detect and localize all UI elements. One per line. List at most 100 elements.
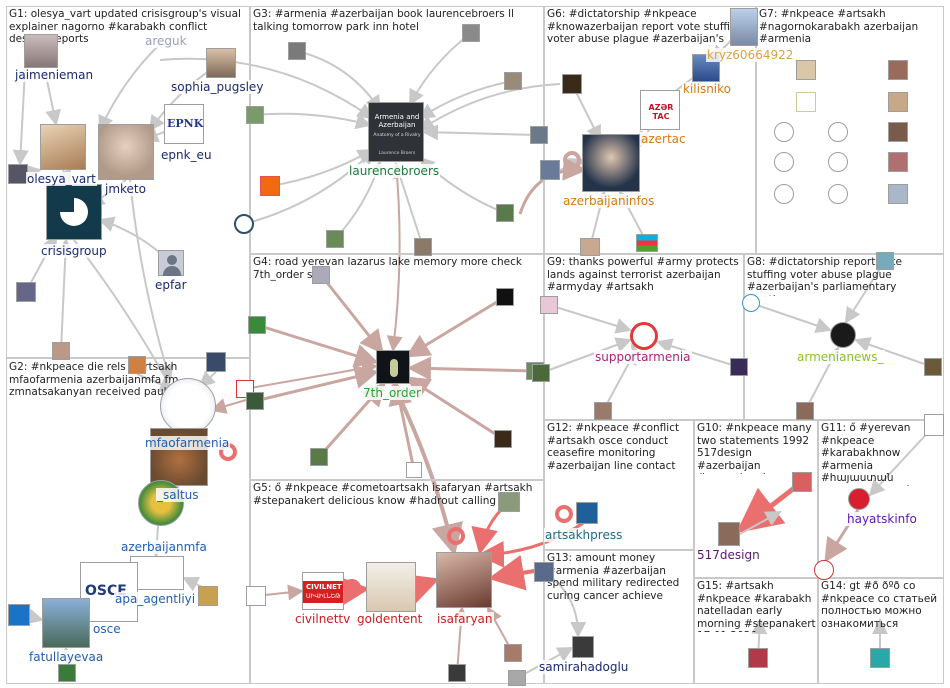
avatar-epfar[interactable] xyxy=(158,250,184,276)
avatar-517design[interactable] xyxy=(718,522,740,546)
avatar-g7-small-10[interactable] xyxy=(888,152,908,172)
avatar-g15-small-1[interactable] xyxy=(748,648,768,668)
label-supportarmenia[interactable]: supportarmenia xyxy=(594,350,692,364)
label-jaimenieman[interactable]: jaimenieman xyxy=(14,68,95,82)
label-jmketo[interactable]: jmketo xyxy=(104,182,147,196)
avatar-g2-small-1[interactable] xyxy=(206,352,226,372)
avatar-azerbaijaninfos[interactable] xyxy=(582,134,640,192)
book-cover-laurencebroers[interactable]: Armenia and Azerbaijan Anatomy of a Riva… xyxy=(368,102,424,162)
avatar-g7-small-2[interactable] xyxy=(888,60,908,80)
avatar-olesya-vart[interactable] xyxy=(40,124,86,170)
label-isafaryan[interactable]: isafaryan xyxy=(436,612,494,626)
label-fatullayevaa[interactable]: fatullayevaa xyxy=(28,650,105,664)
avatar-jaimenieman[interactable] xyxy=(24,34,58,68)
avatar-g2-small-4[interactable] xyxy=(58,664,76,682)
avatar-crisisgroup[interactable] xyxy=(46,184,102,240)
avatar-g9-small-3[interactable] xyxy=(532,364,550,382)
avatar-samirahadoglu[interactable] xyxy=(572,636,594,658)
avatar-g4-small-7[interactable] xyxy=(494,430,512,448)
label-areguk[interactable]: areguk xyxy=(144,34,188,48)
label-osce[interactable]: osce xyxy=(92,622,122,636)
label-apa-agentliyi[interactable]: apa_agentliyi xyxy=(114,592,197,606)
avatar-g1-small-2[interactable] xyxy=(16,282,36,302)
label-olesya-vart[interactable]: olesya_vart xyxy=(26,172,97,186)
avatar-g4-small-1[interactable] xyxy=(312,266,330,284)
avatar-azerbaijan-flag[interactable] xyxy=(636,234,658,252)
avatar-isafaryan[interactable] xyxy=(436,552,492,608)
avatar-7th-order[interactable] xyxy=(376,350,410,384)
avatar-un-logo[interactable] xyxy=(8,604,30,626)
avatar-g7-small-7[interactable] xyxy=(888,122,908,142)
avatar-civilnettv[interactable]: CIVILNET ՍԻՎԻԼՆԵԹ xyxy=(302,572,344,610)
avatar-g9-small-4[interactable] xyxy=(594,402,612,420)
avatar-g7-small-11[interactable] xyxy=(774,184,794,204)
label-crisisgroup[interactable]: crisisgroup xyxy=(40,244,108,258)
label-armenianews[interactable]: armenianews_ xyxy=(796,350,885,364)
avatar-g5-small-3[interactable] xyxy=(504,644,522,662)
avatar-g2-small-3[interactable] xyxy=(198,586,218,606)
avatar-apa-agentliyi[interactable] xyxy=(130,556,184,590)
avatar-g11-small-1[interactable] xyxy=(924,414,944,436)
avatar-epnk-eu[interactable]: EPNK xyxy=(164,104,204,144)
label-azerbaijaninfos[interactable]: azerbaijaninfos xyxy=(562,194,656,208)
avatar-g10-small-1[interactable] xyxy=(792,472,812,492)
label-hayatskinfo[interactable]: hayatskinfo xyxy=(846,512,918,526)
avatar-azerbaijanmfa[interactable] xyxy=(138,480,184,526)
avatar-g5-small-1[interactable] xyxy=(498,492,520,512)
label-7th-order[interactable]: 7th_order xyxy=(362,386,422,400)
avatar-jmketo[interactable] xyxy=(98,124,154,180)
label-goldentent[interactable]: goldentent xyxy=(356,612,424,626)
avatar-g6-small-3[interactable] xyxy=(580,238,600,256)
avatar-supportarmenia[interactable] xyxy=(630,322,658,350)
label-517design[interactable]: 517design xyxy=(696,548,761,562)
avatar-g4-small-9[interactable] xyxy=(406,462,422,478)
avatar-g8-small-4[interactable] xyxy=(796,402,814,420)
label-sophia-pugsley[interactable]: sophia_pugsley xyxy=(170,80,265,94)
label-azerbaijanmfa[interactable]: azerbaijanmfa xyxy=(120,540,208,554)
avatar-g11-small-2[interactable] xyxy=(814,560,834,580)
avatar-g3-small-2[interactable] xyxy=(462,24,480,42)
avatar-g3-small-5[interactable] xyxy=(246,106,264,124)
avatar-armenianews[interactable] xyxy=(830,322,856,348)
avatar-g7-small-1[interactable] xyxy=(796,60,816,80)
avatar-g5-small-4[interactable] xyxy=(448,664,466,682)
label-mfaofarmenia[interactable]: mfaofarmenia xyxy=(144,436,231,450)
avatar-g7-small-5[interactable] xyxy=(774,122,794,142)
avatar-g6-small-1[interactable] xyxy=(562,74,582,94)
avatar-g3-small-4[interactable] xyxy=(530,126,548,144)
avatar-g9-small-1[interactable] xyxy=(540,296,558,314)
avatar-g13-small-1[interactable] xyxy=(534,562,554,582)
avatar-g8-small-1[interactable] xyxy=(742,294,760,312)
avatar-g3-small-1[interactable] xyxy=(288,42,306,60)
label-epnk-eu[interactable]: epnk_eu xyxy=(160,148,213,162)
avatar-g13-small-2[interactable] xyxy=(508,670,526,686)
label-azertac[interactable]: azertac xyxy=(640,132,687,146)
label-kryz60664922[interactable]: kryz60664922 xyxy=(706,48,795,62)
avatar-g4-small-3[interactable] xyxy=(496,288,514,306)
avatar-kryz60664922[interactable] xyxy=(730,8,758,46)
avatar-g3-small-3[interactable] xyxy=(504,72,522,90)
avatar-g9-small-2[interactable] xyxy=(730,358,748,376)
avatar-artsakhpress[interactable] xyxy=(576,502,598,524)
avatar-g5-small-2[interactable] xyxy=(246,586,266,606)
avatar-azertac[interactable]: AZƏR TAC xyxy=(640,90,680,130)
avatar-g3-small-8[interactable] xyxy=(326,230,344,248)
avatar-g8-small-3[interactable] xyxy=(924,358,942,376)
avatar-g1-small-1[interactable] xyxy=(8,164,28,184)
avatar-sophia-pugsley[interactable] xyxy=(206,48,236,78)
label-epfar[interactable]: epfar xyxy=(154,278,188,292)
avatar-g7-small-8[interactable] xyxy=(774,152,794,172)
label-artsakhpress[interactable]: artsakhpress xyxy=(544,528,624,542)
avatar-g7-small-9[interactable] xyxy=(828,152,848,172)
label-kilisniko[interactable]: kilisniko xyxy=(682,82,733,96)
avatar-goldentent[interactable] xyxy=(366,562,416,612)
avatar-g1-small-3[interactable] xyxy=(52,342,70,360)
avatar-g7-small-4[interactable] xyxy=(888,92,908,112)
avatar-g8-small-2[interactable] xyxy=(876,252,894,270)
label-samirahadoglu[interactable]: samirahadoglu xyxy=(538,660,630,674)
avatar-g7-small-3[interactable] xyxy=(796,92,816,112)
avatar-g4-small-8[interactable] xyxy=(310,448,328,466)
avatar-mfaofarmenia[interactable] xyxy=(160,378,216,434)
label-saltus[interactable]: _saltus xyxy=(156,488,200,502)
avatar-g2-small-2[interactable] xyxy=(128,356,146,374)
